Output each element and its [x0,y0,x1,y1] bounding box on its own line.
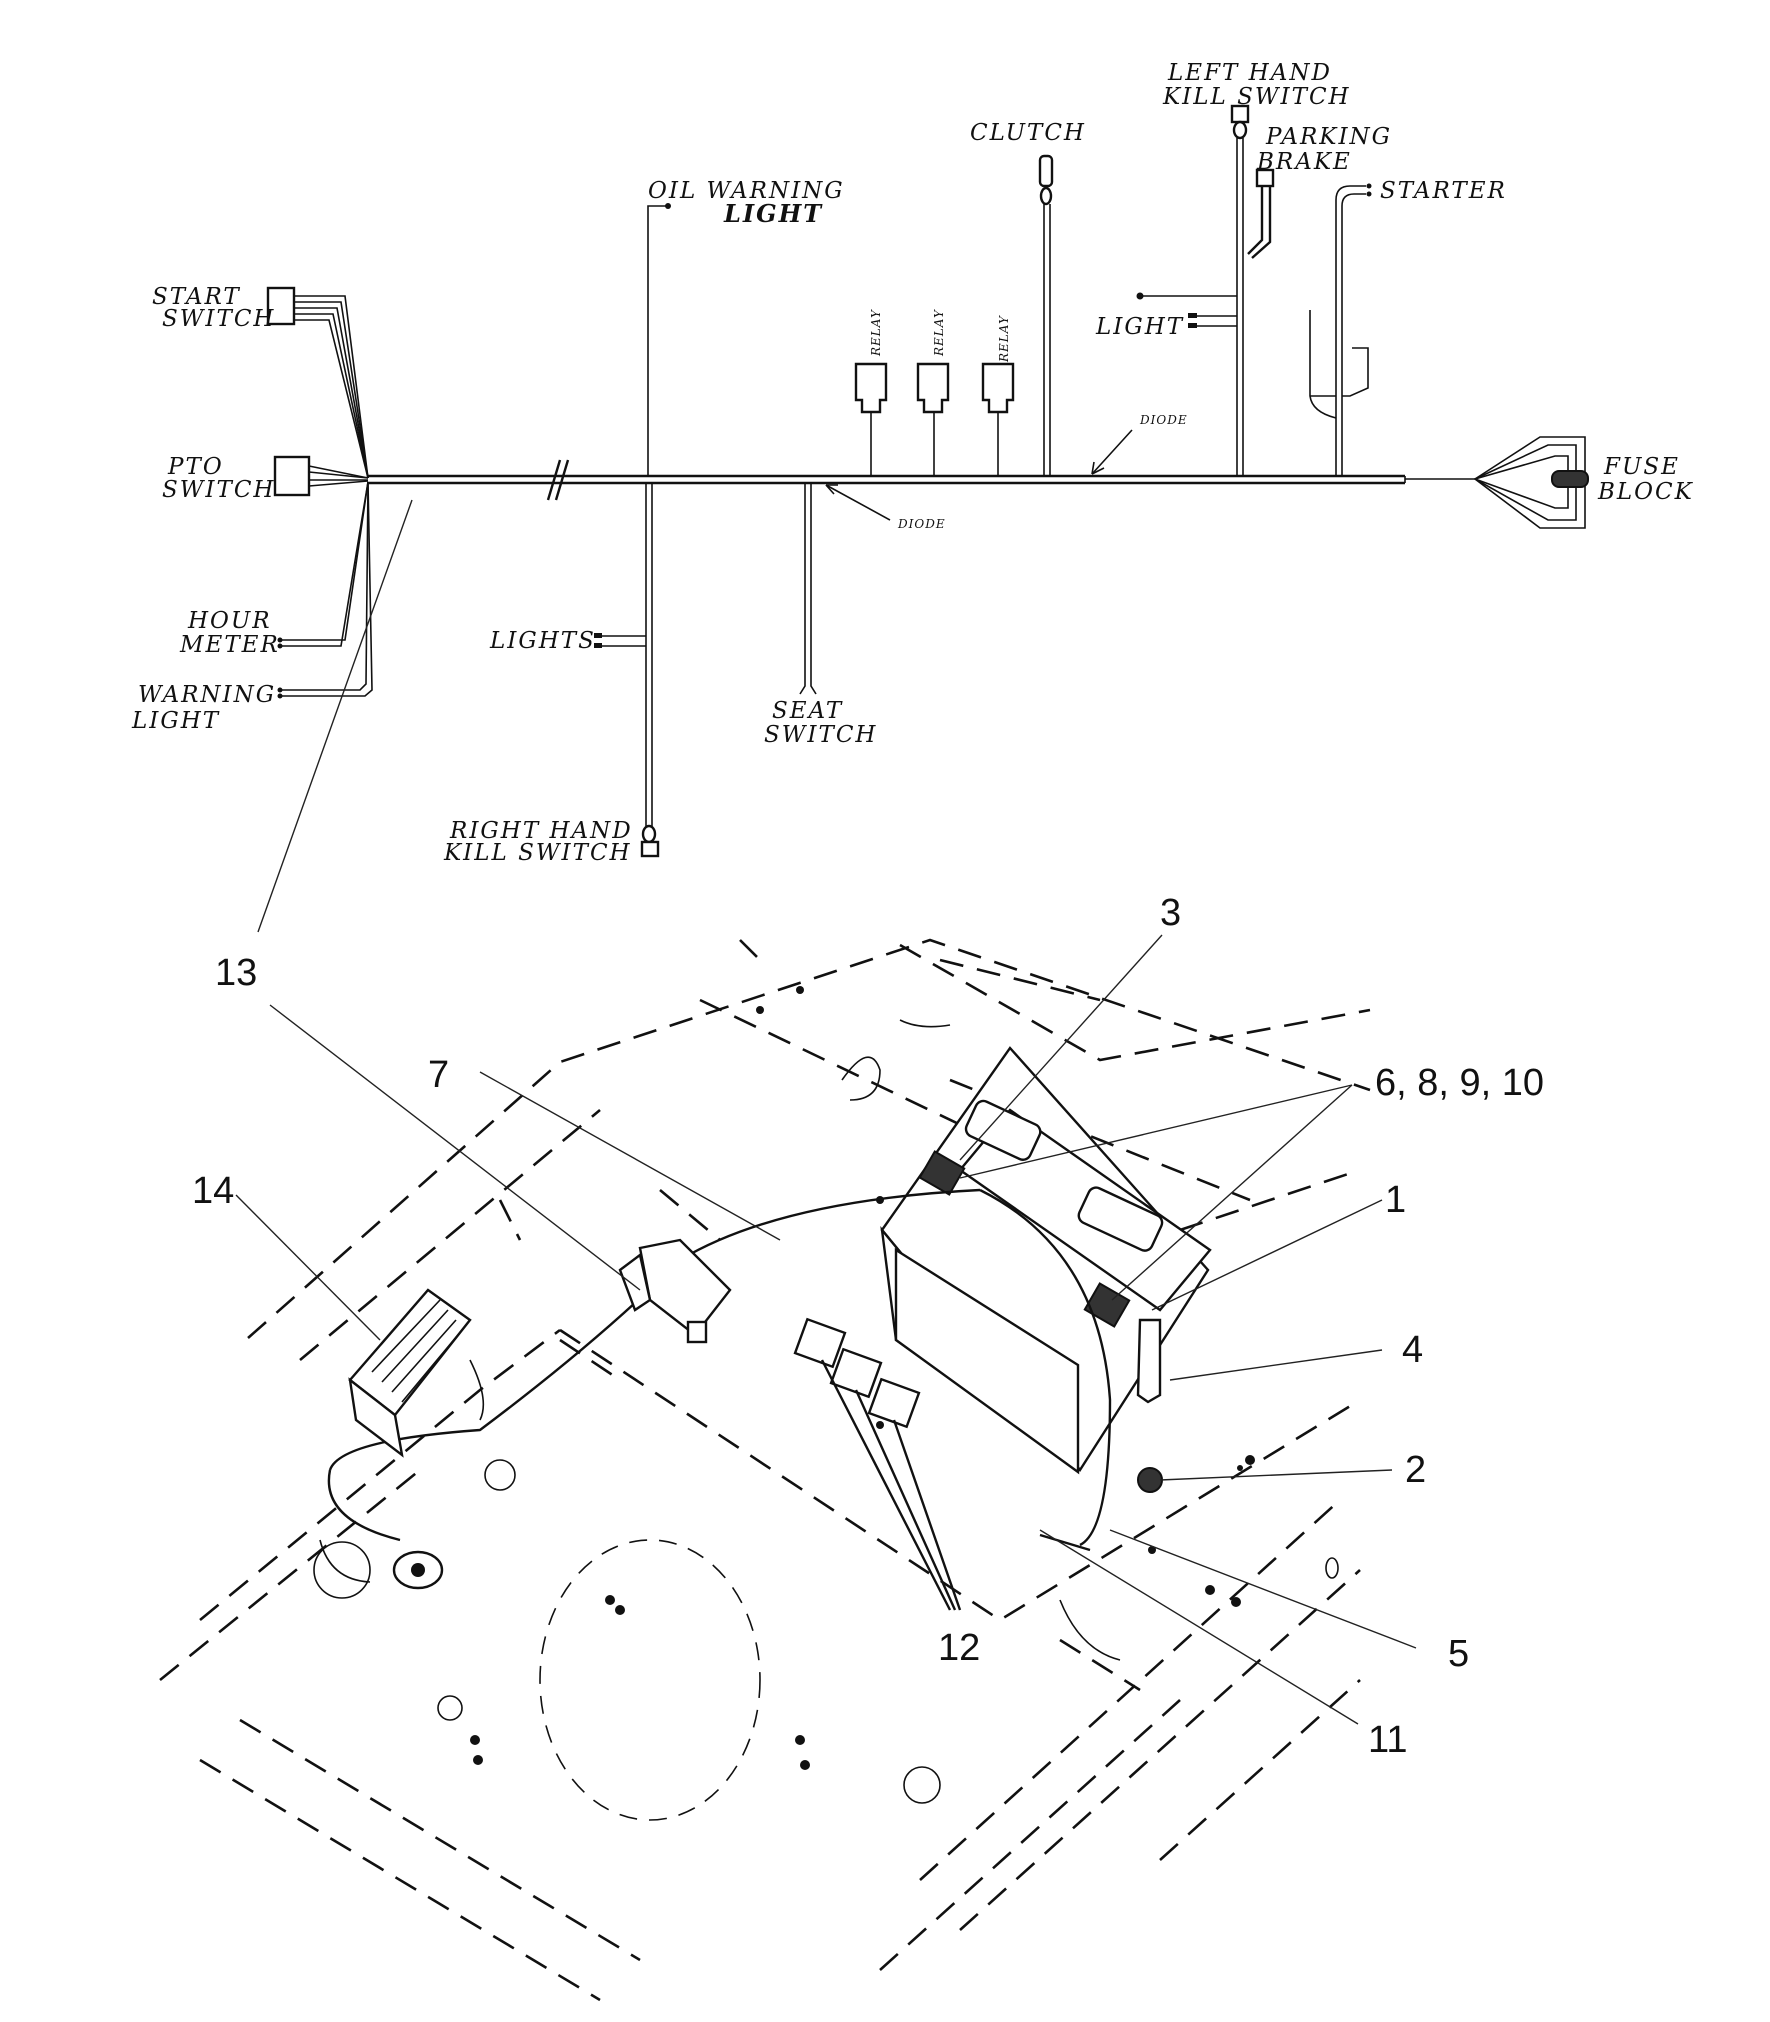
harness-schematic [257,104,1589,933]
label-relay-1: RELAY [869,309,883,357]
label-left-hand-kill-switch-2: KILL SWITCH [1162,84,1351,110]
label-start-switch-1: START [152,284,241,310]
label-fuse-block-1: FUSE [1603,454,1680,480]
callout-14: 14 [192,1170,234,1212]
callout-11: 11 [1368,1719,1407,1761]
label-pto-switch-2: SWITCH [162,477,275,503]
label-relay-3: RELAY [997,315,1011,363]
label-left-hand-kill-switch-1: LEFT HAND [1167,60,1332,86]
clutch-connector-icon [1038,154,1054,188]
label-starter: STARTER [1380,178,1507,204]
right-hand-kill-switch-connector-icon [640,840,660,858]
label-light: LIGHT [1095,314,1184,340]
fuse-block-connector-icon [1551,470,1589,488]
relay-3-icon [981,362,1015,414]
relay-part-c [867,1377,921,1429]
label-relay-2: RELAY [932,309,946,357]
callout-12: 12 [938,1627,980,1669]
label-oil-warning-light-2: LIGHT [723,199,823,228]
callout-5: 5 [1448,1633,1469,1675]
callout-3: 3 [1160,892,1181,934]
start-switch-connector-icon [266,286,296,326]
label-seat-switch-1: SEAT [772,698,843,724]
battery-bolt [1136,1318,1162,1404]
relay-connectors [854,362,1015,476]
label-right-hand-kill-switch-1: RIGHT HAND [449,818,633,844]
label-parking-brake-2: BRAKE [1256,149,1352,175]
callout-2: 2 [1405,1449,1426,1491]
callout-4: 4 [1402,1329,1423,1371]
label-diode-lower: DIODE [897,517,946,531]
harness-connector-part [618,1238,732,1344]
callout-numbers: 13 3 7 6, 8, 9, 10 14 1 4 2 12 5 11 [192,892,1544,1761]
battery-terminal-positive [918,1150,966,1196]
pto-switch-connector-icon [273,455,311,497]
label-lights: LIGHTS [489,628,596,654]
frame-outline [159,938,1371,2002]
label-warning-light-2: LIGHT [131,708,220,734]
fuse-block-part [348,1288,485,1458]
relay-part-a [793,1317,847,1369]
label-oil-warning-light-1: OIL WARNING [648,178,845,204]
label-hour-meter-1: HOUR [187,608,272,634]
callout-13: 13 [215,952,257,994]
label-fuse-block-2: BLOCK [1597,479,1694,505]
relays-part [793,1317,921,1429]
battery-assembly [880,1046,1212,1493]
label-hour-meter-2: METER [179,632,280,658]
relay-1-icon [854,362,888,414]
harness-labels: LEFT HAND KILL SWITCH CLUTCH PARKING BRA… [131,60,1694,866]
label-right-hand-kill-switch-2: KILL SWITCH [443,840,632,866]
label-diode-upper: DIODE [1139,413,1188,427]
label-clutch: CLUTCH [970,120,1086,146]
parking-brake-connector-icon [1255,168,1275,188]
label-start-switch-2: SWITCH [162,306,275,332]
label-seat-switch-2: SWITCH [764,722,877,748]
callout-7: 7 [428,1054,449,1096]
relay-part-b [829,1347,883,1399]
callout-6-8-9-10: 6, 8, 9, 10 [1375,1062,1544,1104]
frame-holes [313,986,1339,1821]
relay-2-icon [916,362,950,414]
label-parking-brake-1: PARKING [1265,124,1392,150]
assembly-view: 13 3 7 6, 8, 9, 10 14 1 4 2 12 5 11 [159,892,1544,2002]
callout-leaders [235,934,1417,1725]
label-pto-switch-1: PTO [167,454,224,480]
battery-nut [1137,1467,1163,1493]
label-warning-light-1: WARNING [138,682,276,708]
callout-1: 1 [1385,1179,1406,1221]
